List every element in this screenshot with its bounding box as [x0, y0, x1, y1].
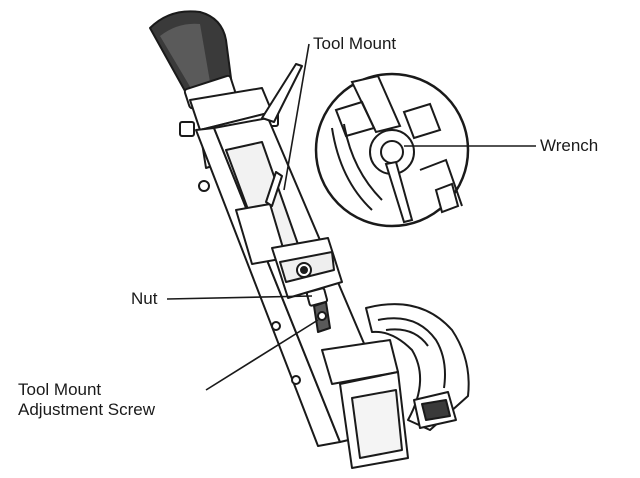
- tool-mount-carriage: [271, 237, 343, 299]
- nut-label: Nut: [131, 289, 158, 308]
- adjustment-screw-label: Tool Mount Adjustment Screw: [18, 380, 155, 420]
- tool-mount-rail: [261, 63, 303, 207]
- adjustment-screw-label-line1: Tool Mount: [18, 380, 102, 399]
- callout-line-adjustment-screw: [205, 319, 319, 391]
- tool-mount-label: Tool Mount: [313, 34, 397, 53]
- wrench-detail: [331, 74, 463, 224]
- callout-line-tool-mount: [283, 43, 310, 191]
- side-bracket: [365, 303, 470, 431]
- callout-line-nut: [166, 295, 313, 300]
- detail-inset: [314, 72, 470, 228]
- wrench-label: Wrench: [540, 136, 599, 155]
- lower-clamp-block: [321, 339, 409, 469]
- callout-lines: [166, 43, 536, 391]
- nut-and-screw: [305, 287, 331, 333]
- adjustment-screw-label-line2: Adjustment Screw: [18, 400, 155, 419]
